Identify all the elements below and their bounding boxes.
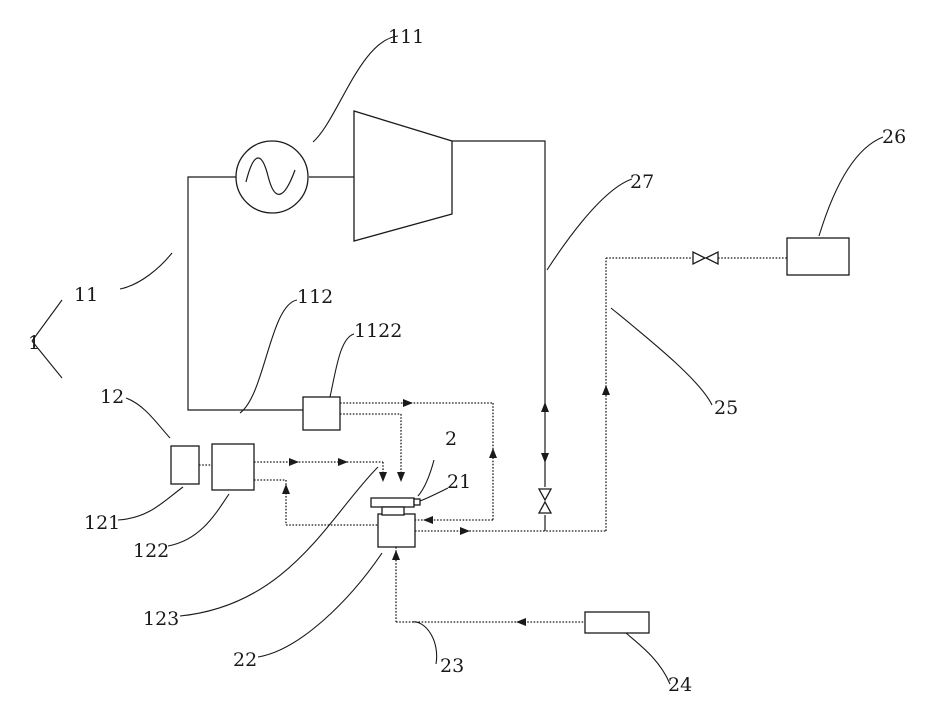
ac-generator-sine-icon [236, 141, 308, 213]
box-121 [171, 446, 199, 484]
bowtie-valve-icon [693, 252, 718, 264]
loop-left-line [188, 177, 303, 410]
leader-lines [32, 36, 883, 684]
label-111: 111 [388, 26, 424, 48]
bowtie-valve-vertical-icon [539, 489, 551, 513]
label-11: 11 [74, 284, 98, 306]
box-1122 [303, 397, 340, 430]
label-24: 24 [668, 674, 692, 696]
label-21: 21 [447, 471, 471, 493]
turbine-outlet-line [452, 141, 545, 270]
label-1122: 1122 [354, 320, 402, 342]
label-123: 123 [143, 608, 179, 630]
label-121: 121 [84, 512, 120, 534]
turbine-trapezoid-icon [354, 111, 452, 241]
box-26 [787, 238, 849, 275]
label-22: 22 [233, 649, 257, 671]
box-24 [585, 612, 649, 633]
label-23: 23 [440, 655, 464, 677]
label-26: 26 [882, 126, 906, 148]
label-12: 12 [100, 386, 124, 408]
label-122: 122 [133, 540, 169, 562]
box-122 [212, 444, 254, 490]
component-21 [371, 498, 420, 515]
box-22 [378, 514, 415, 547]
label-27: 27 [630, 171, 654, 193]
label-112: 112 [297, 286, 333, 308]
label-2: 2 [445, 428, 457, 450]
label-1: 1 [28, 332, 40, 354]
reference-labels: 1 11 12 111 112 1122 121 122 123 2 21 22… [28, 26, 906, 696]
label-25: 25 [714, 397, 738, 419]
dotted-pipes [199, 258, 787, 622]
